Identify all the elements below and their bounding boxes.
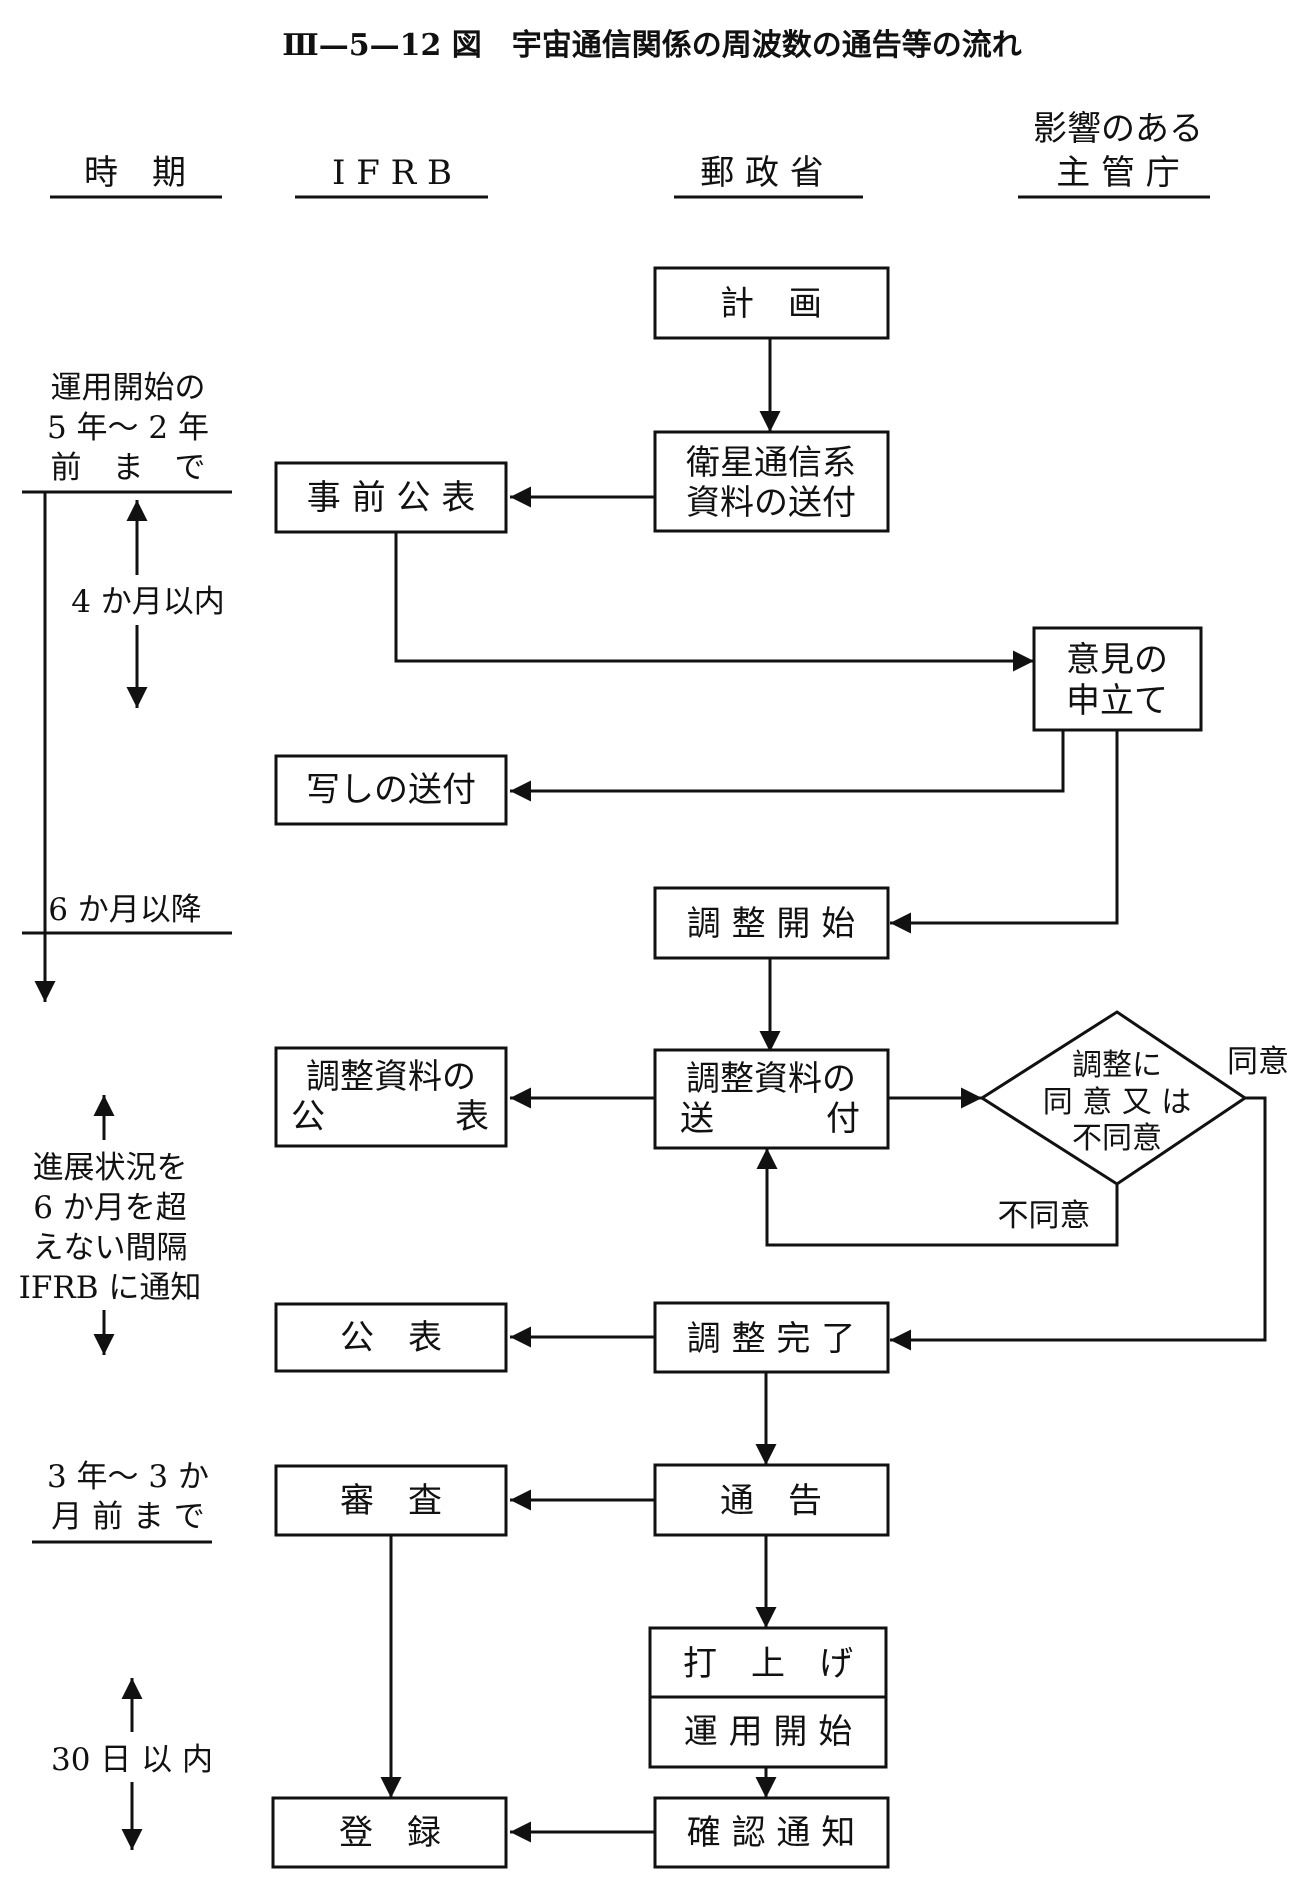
header-ifrb: I F R B — [332, 153, 452, 193]
box-review-label: 審 査 — [340, 1481, 442, 1521]
arrow-decision-agree-to-done — [890, 1096, 1267, 1351]
timeline-progress-line1: 進展状況を — [33, 1150, 188, 1186]
box-coordination-data-publication: 調整資料の 公 表 — [274, 1046, 508, 1148]
timeline-progress-line3: えない間隔 — [33, 1230, 188, 1266]
decision-line3: 不同意 — [1072, 1121, 1162, 1156]
box-publish-label: 公 表 — [340, 1318, 442, 1358]
header-period: 時 期 — [84, 153, 186, 193]
decision-line2: 同 意 又 は — [1043, 1085, 1192, 1120]
box-coord-done-label: 調 整 完 了 — [687, 1319, 855, 1359]
box-satellite-line1: 衛星通信系 — [686, 443, 856, 483]
timeline-within-30-days: 30 日 以 内 — [51, 1742, 213, 1778]
box-coord-send-line1: 調整資料の — [686, 1059, 856, 1099]
decision-agree-or-disagree: 調整に 同 意 又 は 不同意 — [979, 1010, 1248, 1186]
label-disagree: 不同意 — [998, 1198, 1091, 1234]
box-launch-and-operation: 打 上 げ 運 用 開 始 — [648, 1626, 888, 1769]
timeline-start-line3: 前 ま で — [51, 450, 206, 486]
box-coord-pub-line2-left: 公 — [291, 1097, 325, 1137]
box-coord-send-line2-left: 送 — [680, 1099, 714, 1139]
arrow-decision-disagree-to-send — [756, 1148, 1119, 1247]
box-opinion-line1: 意見の — [1066, 640, 1168, 680]
box-register-label: 登 録 — [339, 1813, 441, 1853]
box-coordination-start: 調 整 開 始 — [653, 886, 890, 960]
label-agree: 同意 — [1227, 1044, 1289, 1080]
box-op-start-label: 運 用 開 始 — [684, 1712, 852, 1752]
timeline-before-line1: 3 年～ 3 か — [47, 1459, 209, 1495]
box-launch-label: 打 上 げ — [683, 1644, 853, 1684]
box-confirmation-notice: 確 認 通 知 — [653, 1796, 890, 1869]
figure-title: Ⅲ—5—12 図 宇宙通信関係の周波数の通告等の流れ — [282, 28, 1022, 63]
box-advance-publication: 事 前 公 表 — [274, 461, 508, 534]
timeline-progress-line2: 6 か月を超 — [33, 1190, 187, 1226]
header-affected-line2: 主 管 庁 — [1056, 153, 1180, 193]
timeline-after-6-months: 6 か月以降 — [48, 892, 202, 928]
box-coord-pub-line1: 調整資料の — [306, 1057, 476, 1097]
box-coordination-complete: 調 整 完 了 — [653, 1301, 890, 1374]
box-notify-label: 通 告 — [720, 1481, 822, 1521]
box-notification: 通 告 — [653, 1463, 890, 1537]
timeline-start-line1: 運用開始の — [51, 370, 206, 406]
header-ministry: 郵 政 省 — [700, 153, 824, 193]
box-confirm-label: 確 認 通 知 — [687, 1813, 855, 1853]
box-satellite-line2: 資料の送付 — [686, 483, 856, 523]
box-copy-send: 写しの送付 — [274, 754, 508, 826]
timeline-start-line2: 5 年～ 2 年 — [47, 410, 209, 446]
box-publication: 公 表 — [274, 1302, 508, 1373]
box-coord-pub-line2-right: 表 — [455, 1097, 489, 1137]
decision-line1: 調整に — [1072, 1048, 1162, 1083]
box-opinion-line2: 申立て — [1066, 681, 1168, 721]
header-affected-line1: 影響のある — [1033, 109, 1203, 149]
box-copy-label: 写しの送付 — [306, 770, 476, 810]
arrow-opinion-to-copy — [510, 730, 1065, 802]
box-coord-send-line2-right: 付 — [826, 1099, 860, 1139]
box-satellite-data-send: 衛星通信系 資料の送付 — [653, 430, 890, 533]
arrow-advance-to-opinion — [394, 532, 1034, 672]
box-opinion-filing: 意見の 申立て — [1032, 626, 1203, 732]
box-advance-label: 事 前 公 表 — [307, 478, 475, 518]
timeline-progress-line4: IFRB に通知 — [19, 1270, 202, 1306]
box-coord-start-label: 調 整 開 始 — [687, 904, 855, 944]
box-plan-label: 計 画 — [720, 284, 822, 324]
box-coordination-data-send: 調整資料の 送 付 — [653, 1048, 890, 1150]
timeline-before-line2: 月 前 ま で — [51, 1499, 205, 1535]
box-registration: 登 録 — [271, 1796, 508, 1869]
box-plan: 計 画 — [653, 266, 890, 340]
timeline-within-4-months: 4 か月以内 — [71, 584, 225, 620]
arrow-opinion-to-coord-start — [890, 730, 1119, 934]
box-review: 審 査 — [274, 1464, 508, 1537]
